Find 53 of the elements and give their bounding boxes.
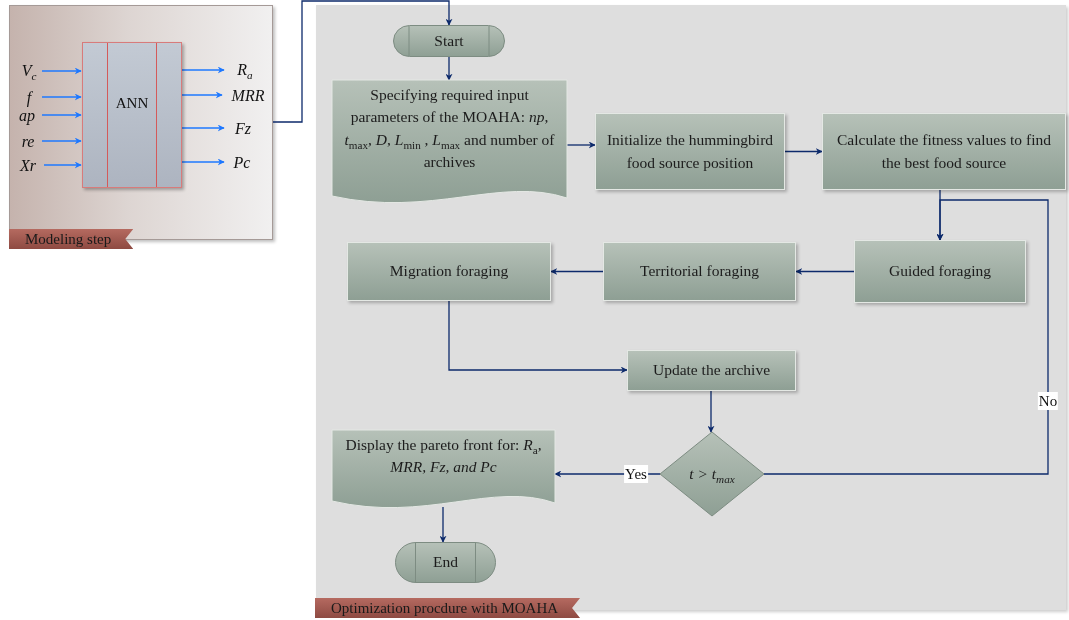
arrow (439, 506, 447, 543)
arrow (272, 0, 453, 123)
process-box (595, 113, 785, 190)
process-text: Territorial foraging (640, 261, 759, 282)
block-label: ANN (115, 94, 149, 112)
terminal-text: End (433, 552, 458, 573)
variable-label: Fz (225, 118, 261, 140)
edge-label: No (1037, 392, 1059, 410)
arrow (445, 56, 453, 81)
decision-diamond (660, 432, 764, 516)
process-text: Update the archive (652, 360, 771, 381)
terminal-shape (395, 542, 496, 583)
document-text: Specifying required input parameters of the MOAHA: np, t$_{max}$, D, L$_{min}$ , L$_{max}$ and number of archives (343, 85, 556, 173)
process-text: Calculate the fitness values to find the best food source (836, 130, 1052, 173)
arrow (43, 161, 82, 169)
variable-label: f (15, 87, 43, 109)
arrow (707, 390, 715, 433)
terminal-shape (393, 25, 505, 57)
network-block (82, 42, 182, 188)
process-box (603, 242, 796, 301)
variable-label: MRR (223, 85, 273, 107)
condition-text: t > t$_{max}$ (689, 463, 735, 486)
document-text: Display the pareto front for: R$_{a}$, MRR, Fz, and Pc (344, 435, 543, 478)
arrow (41, 111, 82, 119)
arrow (41, 93, 82, 101)
arrow (180, 158, 225, 166)
arrow (180, 124, 225, 132)
process-box (347, 242, 551, 301)
arrow (41, 67, 82, 75)
arrow (550, 268, 604, 275)
arrow (180, 91, 223, 99)
variable-label: Pc (225, 152, 259, 174)
variable-label: R$_{a}$ (225, 60, 265, 82)
process-box (822, 113, 1066, 190)
arrow (784, 148, 823, 155)
process-box (627, 350, 796, 391)
terminal-text: Start (434, 30, 464, 51)
section-ribbon: Optimization procdure with MOAHA (315, 598, 581, 618)
arrow (566, 141, 596, 149)
process-text: Initialize the hummingbird food source position (605, 130, 775, 173)
arrow (763, 199, 1049, 475)
variable-label: re (13, 131, 43, 153)
section-ribbon: Modeling step (9, 229, 134, 249)
arrow (448, 300, 628, 374)
variable-label: Xr (11, 155, 45, 177)
arrow (795, 268, 855, 275)
process-text: Migration foraging (389, 261, 509, 282)
process-box (854, 240, 1026, 303)
edge-label: Yes (624, 465, 648, 483)
arrow (180, 66, 225, 74)
arrow (41, 137, 82, 145)
variable-label: V$_{c}$ (15, 61, 43, 83)
process-text: Guided foraging (889, 261, 991, 282)
